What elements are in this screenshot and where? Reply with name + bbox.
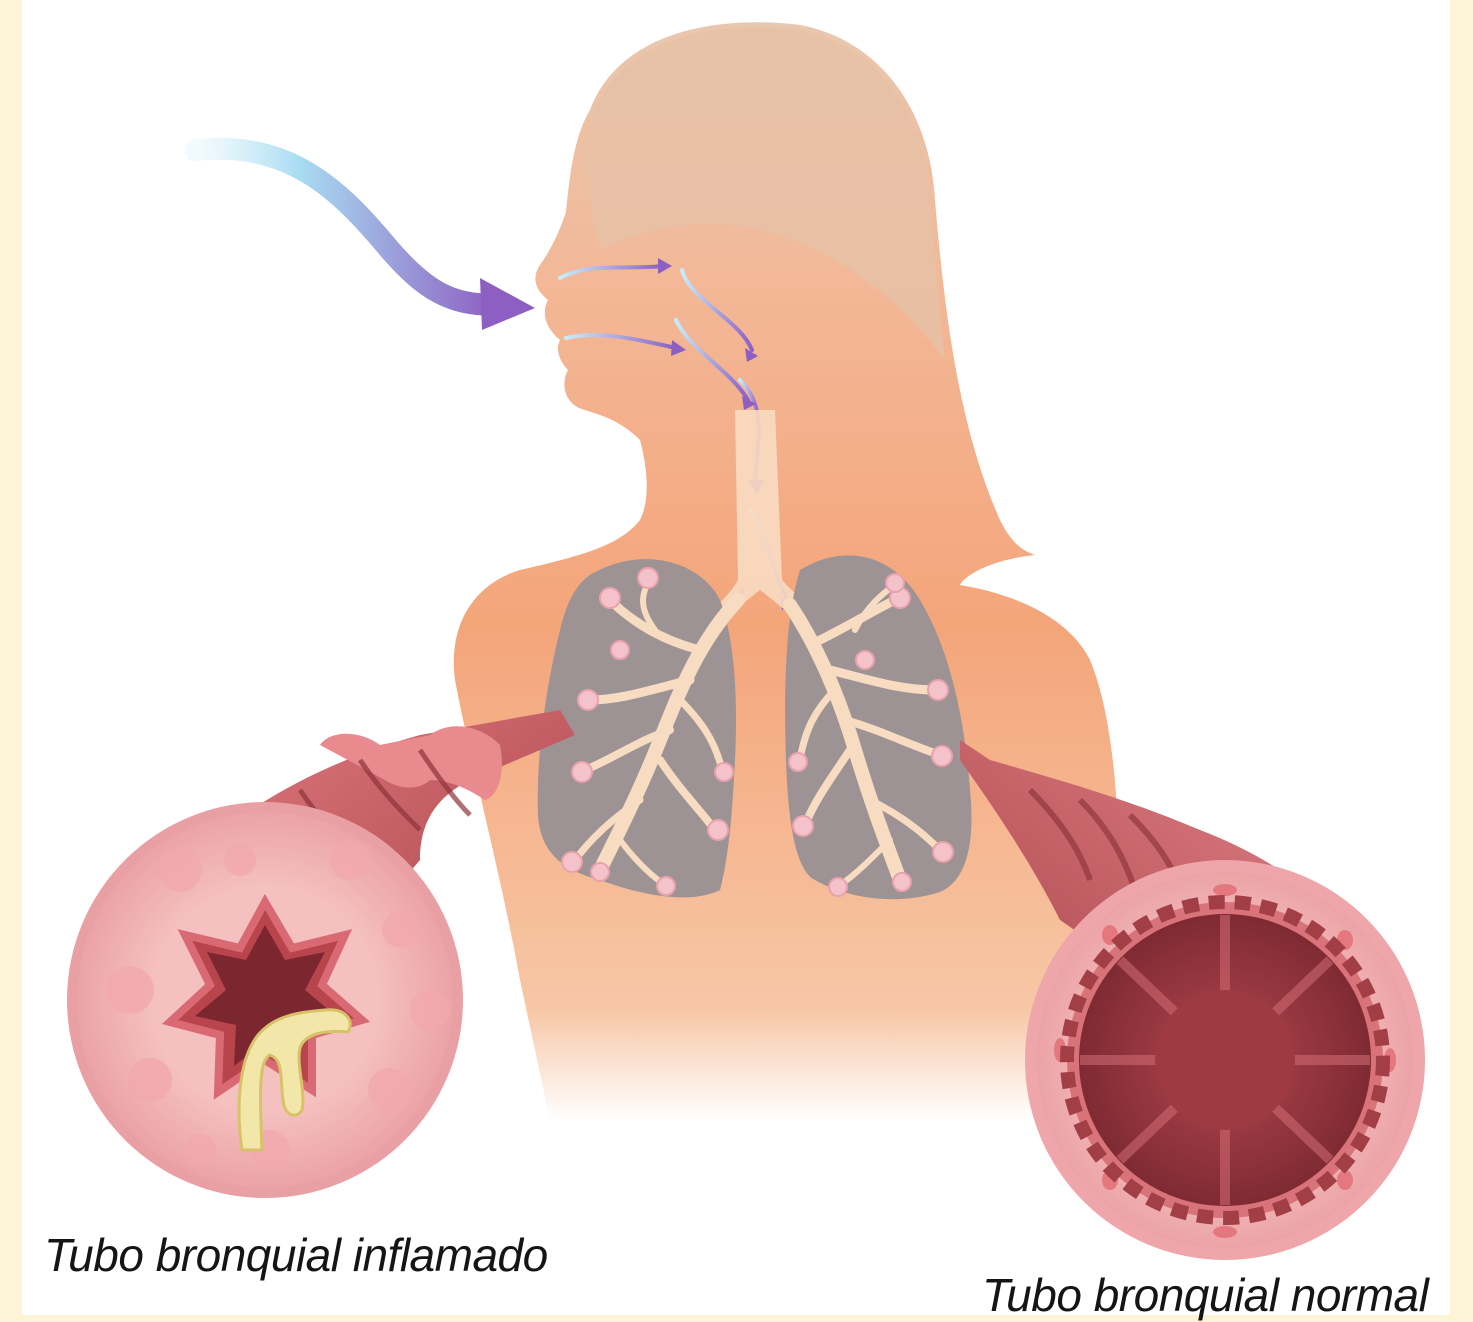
inflamed-tube-caption: Tubo bronquial inflamado bbox=[44, 1228, 548, 1282]
inflamed-bronchial-tube-cross-section bbox=[67, 802, 463, 1198]
normal-tube-caption: Tubo bronquial normal bbox=[982, 1268, 1428, 1322]
normal-bronchial-tube-cross-section bbox=[1025, 860, 1425, 1260]
